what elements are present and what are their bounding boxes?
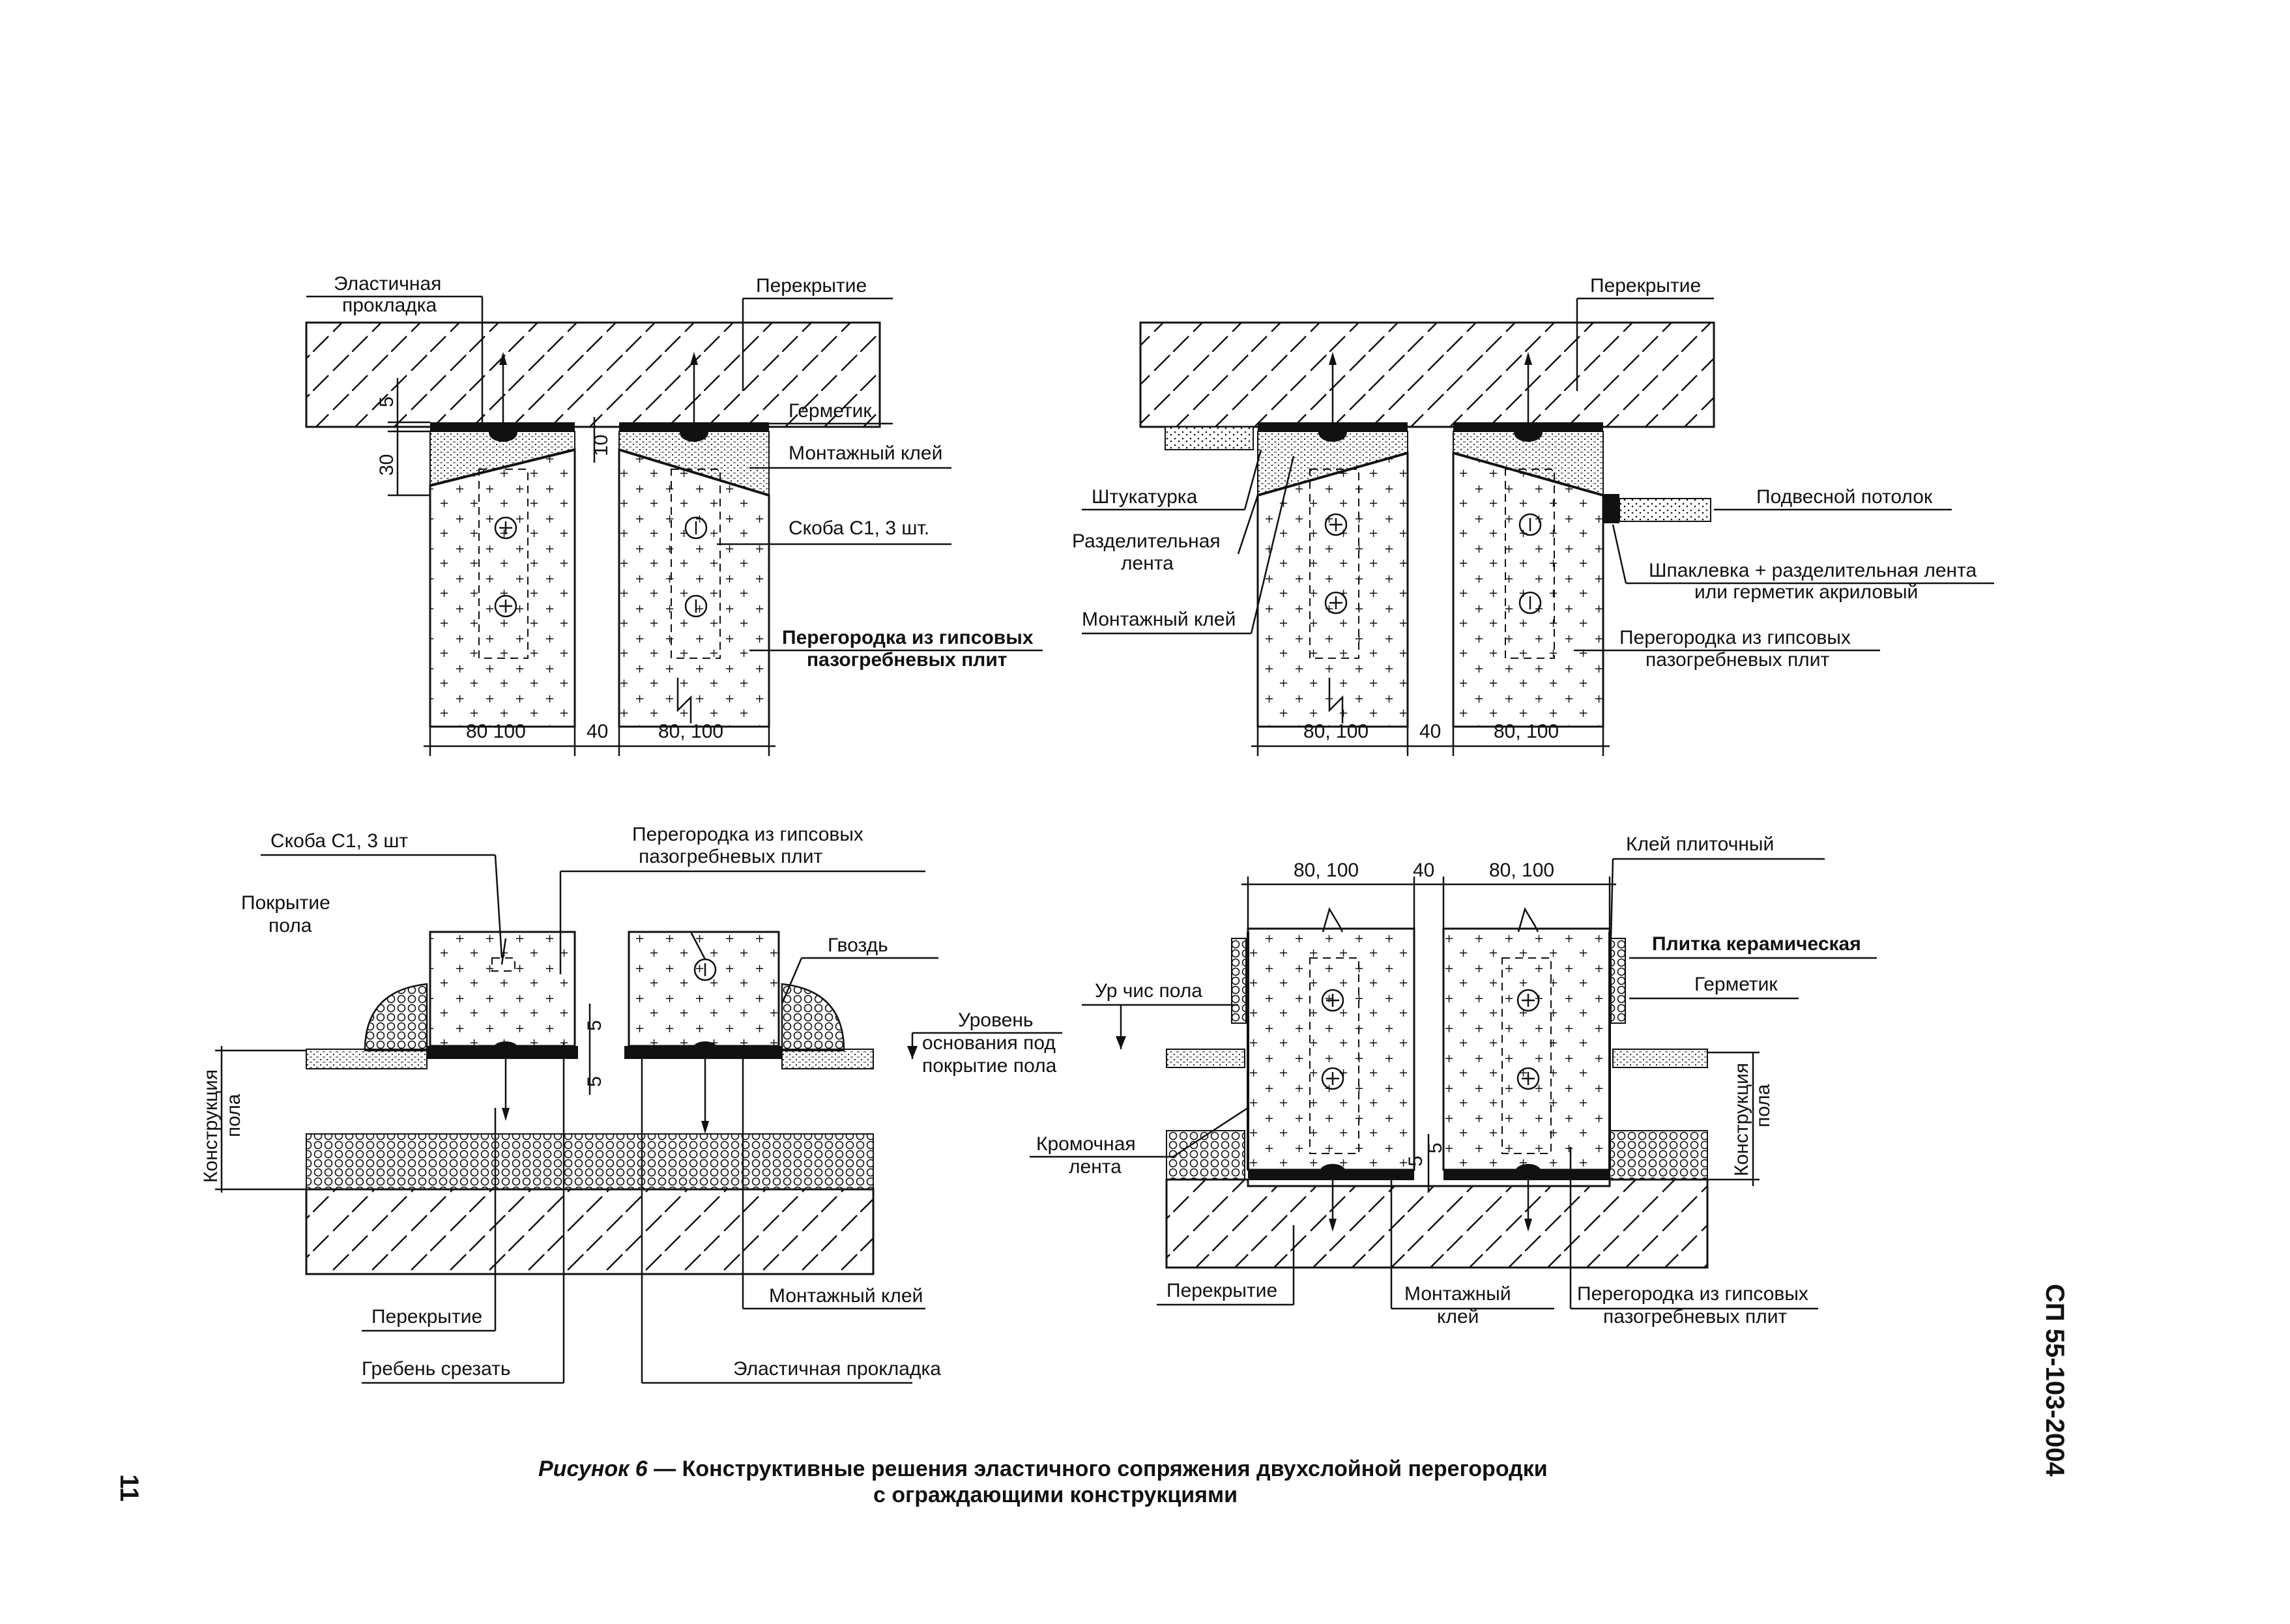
dim-5b: 5: [1425, 1142, 1446, 1153]
partition-board-left: [1256, 452, 1409, 728]
label-partition-2: пазогребневых плит: [807, 649, 1007, 671]
dim-width-left: 80 100: [466, 721, 526, 742]
label-floor-cover-2: пола: [268, 915, 312, 936]
partition-board-right: [1442, 927, 1611, 1171]
label-edge-tape-2: лента: [1069, 1156, 1122, 1178]
dim-width-right: 80, 100: [1489, 860, 1554, 881]
detail-bottom-right: 80, 100 40 80, 100 5 5 Конструкция пола …: [1030, 834, 1877, 1327]
label-floor-construction-2: пола: [1752, 1084, 1774, 1127]
label-adhesive: Монтажный клей: [769, 1285, 923, 1307]
label-elastic-pad-1: Эластичная: [334, 273, 441, 295]
dim-width-left: 80, 100: [1294, 860, 1359, 881]
detail-top-right: 80, 100 40 80, 100 Перекрытие Штукатурка…: [1072, 275, 1994, 756]
dim-5a: 5: [584, 1020, 605, 1031]
label-cut-ridge: Гребень срезать: [362, 1358, 511, 1380]
page-number: 11: [115, 1474, 143, 1501]
label-elastic-pad-2: прокладка: [342, 295, 437, 316]
label-floor-level: Ур чис пола: [1095, 980, 1202, 1002]
figure-caption-line1: Рисунок 6 — Конструктивные решения эласт…: [538, 1457, 1548, 1481]
label-floor-cover-1: Покрытие: [241, 892, 330, 914]
label-partition-2: пазогребневых плит: [639, 846, 822, 867]
skirting-left: [364, 983, 428, 1052]
dim-5: 5: [376, 396, 398, 407]
label-putty-1: Шпаклевка + разделительная лента: [1649, 560, 1977, 581]
label-partition-1: Перегородка из гипсовых: [1577, 1283, 1808, 1305]
label-partition-1: Перегородка из гипсовых: [782, 627, 1034, 648]
screed-left: [1166, 1130, 1245, 1180]
label-elastic-pad: Эластичная прокладка: [733, 1358, 941, 1380]
label-ceramic-tile: Плитка керамическая: [1652, 933, 1861, 955]
ceiling-slab: [305, 321, 881, 428]
document-code: СП 55-103-2004: [2040, 1284, 2069, 1477]
elastic-pad-right: [680, 424, 708, 442]
label-slab: Перекрытие: [371, 1306, 482, 1327]
figure-label: Рисунок 6: [538, 1457, 648, 1481]
floor-covering-left: [306, 1049, 428, 1069]
ceiling-slab: [1139, 321, 1715, 428]
label-tile-glue: Клей плиточный: [1626, 834, 1774, 855]
label-plaster: Штукатурка: [1092, 486, 1198, 508]
dim-gap: 40: [587, 721, 608, 742]
dim-gap: 40: [1419, 721, 1441, 742]
dim-gap: 40: [1413, 860, 1434, 881]
partition-board-left: [429, 931, 576, 1047]
label-partition-1: Перегородка из гипсовых: [632, 824, 863, 845]
figure-caption-text: — Конструктивные решения эластичного соп…: [648, 1457, 1548, 1481]
label-partition-2: пазогребневых плит: [1603, 1306, 1787, 1327]
label-adhesive: Монтажный клей: [789, 442, 942, 464]
screed-right: [1609, 1130, 1708, 1180]
floor-slab: [1165, 1178, 1709, 1269]
label-separating-tape-1: Разделительная: [1072, 530, 1221, 552]
elastic-pad-left: [489, 424, 517, 442]
label-adhesive-2: клей: [1437, 1306, 1479, 1327]
plaster-left: [1165, 426, 1254, 450]
dim-5a: 5: [1405, 1155, 1427, 1167]
partition-board-right: [1452, 452, 1604, 728]
ceramic-tile-left: [1231, 938, 1247, 1024]
suspended-ceiling: [1619, 498, 1711, 522]
label-floor-construction-2: пола: [223, 1094, 244, 1137]
label-level-1: Уровень: [958, 1009, 1034, 1031]
insulation-layer: [306, 1133, 874, 1190]
label-bracket: Скоба С1, 3 шт: [270, 830, 408, 852]
label-sealant: Герметик: [789, 400, 872, 422]
label-slab: Перекрытие: [1167, 1280, 1277, 1301]
skirting-right: [781, 983, 845, 1052]
detail-top-left: 80 100 40 80, 100 5 30 10 Эластичная про…: [305, 273, 1043, 756]
label-partition-1: Перегородка из гипсовых: [1619, 627, 1851, 648]
label-adhesive: Монтажный клей: [1082, 609, 1236, 630]
label-nail: Гвоздь: [828, 935, 888, 956]
label-floor-construction-1: Конструкция: [200, 1069, 222, 1183]
label-slab: Перекрытие: [1590, 275, 1701, 297]
label-suspended-ceiling: Подвесной потолок: [1756, 486, 1933, 508]
label-edge-tape-1: Кромочная: [1036, 1133, 1136, 1155]
label-separating-tape-2: лента: [1121, 553, 1174, 574]
floor-slab: [305, 1188, 875, 1275]
floor-covering-right: [781, 1049, 874, 1069]
label-level-3: покрытие пола: [922, 1055, 1057, 1077]
figure-caption-line2: с ограждающими конструкциями: [873, 1483, 1238, 1507]
partition-board-left: [1247, 927, 1415, 1171]
label-adhesive-1: Монтажный: [1404, 1283, 1511, 1305]
ceramic-tile-right: [1610, 938, 1626, 1024]
dim-5b: 5: [584, 1076, 605, 1087]
label-sealant: Герметик: [1694, 974, 1778, 995]
label-bracket: Скоба С1, 3 шт.: [789, 517, 929, 539]
partition-board-right: [618, 448, 770, 728]
label-partition-2: пазогребневых плит: [1645, 649, 1829, 671]
dim-width-right: 80, 100: [1494, 721, 1559, 742]
partition-board-left: [429, 448, 576, 728]
detail-bottom-left: 5 5 Конструкция пола Скоба С1, 3 шт Покр…: [200, 824, 1062, 1384]
label-putty-2: или герметик акриловый: [1694, 581, 1918, 603]
dim-width-right: 80, 100: [658, 721, 723, 742]
label-floor-construction-1: Конструкция: [1731, 1063, 1752, 1176]
dim-width-left: 80, 100: [1303, 721, 1369, 742]
label-slab: Перекрытие: [756, 275, 867, 297]
dim-10: 10: [590, 435, 612, 456]
partition-board-right: [628, 931, 780, 1047]
label-level-2: основания под: [922, 1032, 1056, 1054]
dim-30: 30: [376, 454, 398, 476]
